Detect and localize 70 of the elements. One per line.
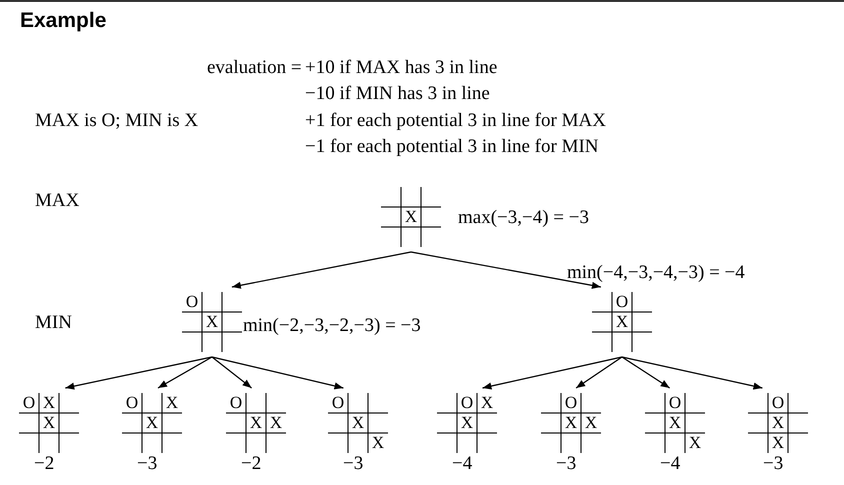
board-mark: X (460, 413, 474, 433)
board-mark: O (22, 393, 36, 413)
evaluation-rule: +1 for each potential 3 in line for MAX (305, 111, 606, 130)
tic-tac-toe-board (19, 393, 79, 453)
board-mark: O (614, 292, 630, 312)
board-mark: O (184, 292, 200, 312)
arrow (622, 356, 763, 390)
board-mark: X (144, 413, 160, 433)
minimax-value: max(−3,−4) = −3 (458, 208, 589, 227)
arrow (212, 356, 252, 388)
board-mark: O (460, 393, 474, 413)
board-mark: O (770, 393, 786, 413)
leaf-value: −3 (763, 454, 784, 473)
board-mark: X (584, 413, 598, 433)
level-label: MAX (35, 191, 80, 210)
tic-tac-toe-board (122, 393, 182, 453)
leaf-value: −3 (556, 454, 576, 473)
board-mark: X (350, 413, 366, 433)
board-mark: X (164, 393, 180, 413)
leaf-value: −3 (137, 454, 158, 473)
board-mark: X (688, 433, 702, 453)
evaluation-rule: +10 if MAX has 3 in line (305, 58, 498, 77)
tic-tac-toe-board (592, 292, 652, 352)
leaf-value: −2 (241, 454, 262, 473)
board-mark: X (770, 433, 786, 453)
leaf-value: −2 (34, 454, 54, 473)
board-mark: X (42, 413, 56, 433)
arrow (482, 356, 622, 390)
arrow (65, 356, 212, 390)
board-mark: X (668, 413, 682, 433)
tic-tac-toe-board (226, 393, 286, 453)
board-mark: X (480, 393, 494, 413)
board-mark: X (42, 393, 56, 413)
tic-tac-toe-board (182, 292, 242, 352)
evaluation-label: evaluation = (207, 58, 302, 77)
minimax-value: min(−4,−3,−4,−3) = −4 (567, 263, 745, 282)
heading: Example (20, 10, 106, 31)
board-mark: O (564, 393, 578, 413)
tic-tac-toe-board (748, 393, 808, 453)
board-mark: X (204, 312, 220, 332)
board-mark: X (404, 207, 418, 227)
board-mark: O (668, 393, 682, 413)
arrow (576, 356, 622, 388)
legend-note: MAX is O; MIN is X (35, 111, 198, 130)
board-mark: X (268, 413, 284, 433)
arrow (232, 251, 412, 289)
board-mark: X (770, 413, 786, 433)
board-mark: X (564, 413, 578, 433)
board-mark: O (330, 393, 346, 413)
tic-tac-toe-board (437, 393, 497, 453)
tic-tac-toe-board (328, 393, 388, 453)
level-label: MIN (35, 313, 72, 332)
minimax-value: min(−2,−3,−2,−3) = −3 (243, 316, 421, 335)
leaf-value: −4 (660, 454, 680, 473)
arrow (158, 356, 212, 389)
arrow (622, 356, 670, 388)
evaluation-rule: −10 if MIN has 3 in line (305, 84, 490, 103)
board-mark: O (228, 393, 244, 413)
tic-tac-toe-board (381, 187, 441, 247)
tic-tac-toe-board (645, 393, 705, 453)
board-mark: X (370, 433, 386, 453)
leaf-value: −4 (452, 454, 472, 473)
leaf-value: −3 (343, 454, 364, 473)
board-mark: X (614, 312, 630, 332)
board-mark: X (248, 413, 264, 433)
board-mark: O (124, 393, 140, 413)
arrow (212, 356, 344, 390)
arrow (410, 251, 601, 289)
tic-tac-toe-board (541, 393, 601, 453)
evaluation-rule: −1 for each potential 3 in line for MIN (305, 137, 599, 156)
